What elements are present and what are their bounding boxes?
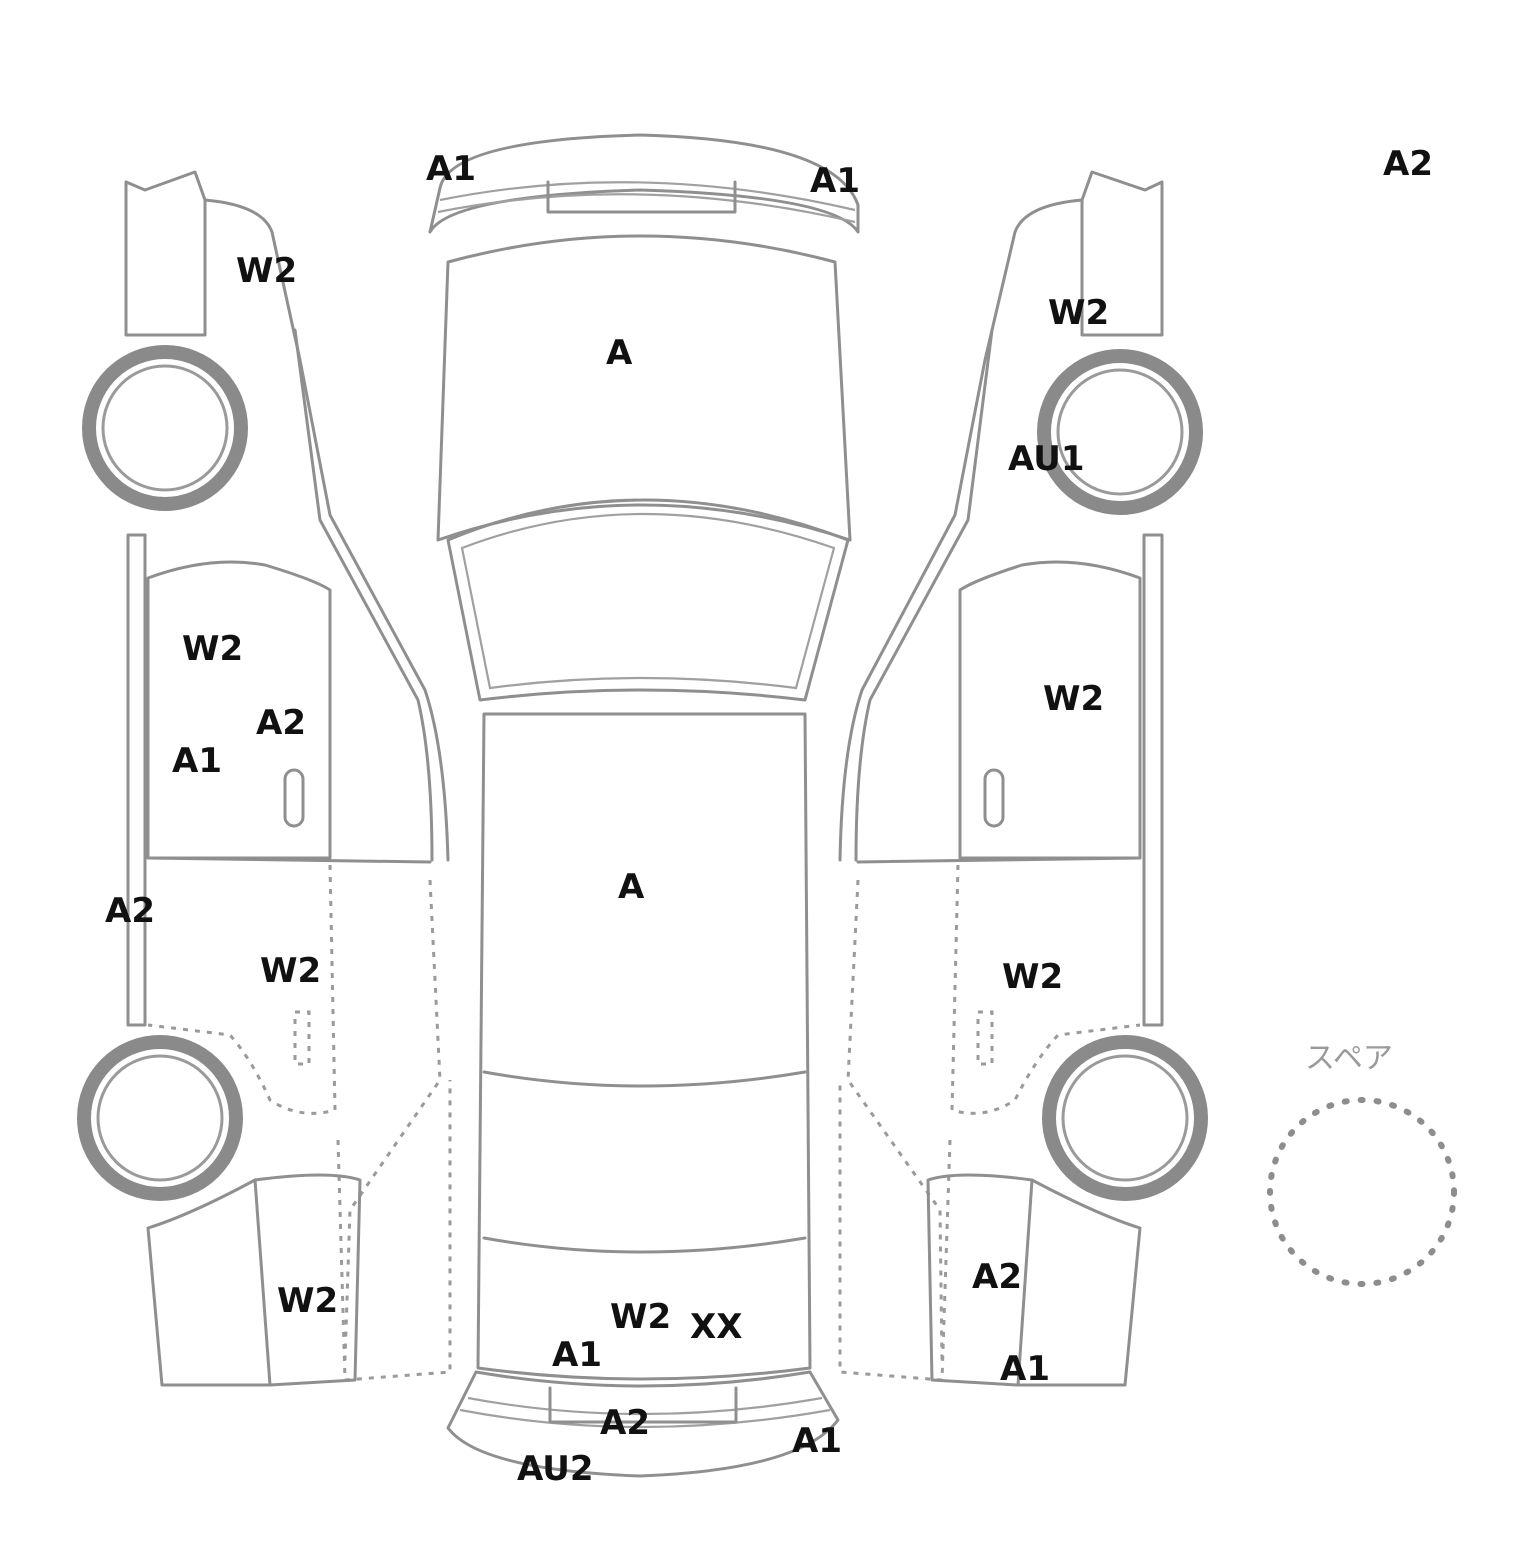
rear-bumper-outline xyxy=(446,1370,840,1478)
code-rear-bumper-au2: AU2 xyxy=(517,1449,594,1489)
code-rear-bumper-a1: A1 xyxy=(792,1421,842,1461)
spare-tire: スペア xyxy=(1267,1041,1457,1287)
left-side-view xyxy=(77,170,452,1387)
code-trunk-a1: A1 xyxy=(552,1335,602,1375)
right-side-view xyxy=(838,170,1208,1387)
right-front-fender-outline xyxy=(838,170,1164,862)
left-rear-wheel xyxy=(77,1035,243,1201)
code-left-rear-quarter: W2 xyxy=(277,1281,338,1321)
code-right-front-fender: W2 xyxy=(1048,293,1109,333)
right-front-wheel xyxy=(1037,349,1203,515)
damage-codes: A2 A1 A1 A A W2 XX A1 A2 AU2 A1 W2 W2 A2… xyxy=(105,144,1433,1489)
roof-outline xyxy=(476,712,812,1381)
hood-outline xyxy=(436,234,852,542)
left-front-wheel xyxy=(82,345,248,511)
left-rear-quarter-outline xyxy=(146,1178,272,1387)
right-sill-outline xyxy=(1142,533,1164,1027)
right-rear-wheel xyxy=(1042,1035,1208,1201)
left-door-handle xyxy=(283,768,305,828)
spare-label: スペア xyxy=(1305,1041,1393,1076)
code-trunk-w: W2 xyxy=(610,1297,671,1337)
code-roof: A xyxy=(618,867,645,907)
code-left-front-door-a1: A1 xyxy=(172,741,222,781)
code-left-sill: A2 xyxy=(105,891,155,931)
top-view xyxy=(428,133,860,1478)
windshield-outline xyxy=(446,498,850,702)
code-rear-bumper-a2: A2 xyxy=(600,1403,650,1443)
left-rear-door-outline xyxy=(147,864,337,1115)
code-trunk-x: XX xyxy=(690,1307,742,1347)
left-front-door-outline xyxy=(146,560,332,860)
right-front-door-outline xyxy=(958,560,1142,860)
code-right-front-door: W2 xyxy=(1043,679,1104,719)
code-right-front-wheel: AU1 xyxy=(1008,439,1085,479)
code-right-rear-quarter-a1: A1 xyxy=(1000,1349,1050,1389)
code-left-front-door-w: W2 xyxy=(182,629,243,669)
code-left-rear-door: W2 xyxy=(260,951,321,991)
left-front-fender-outline xyxy=(124,170,450,862)
right-door-handle xyxy=(983,768,1005,828)
code-top-right-corner: A2 xyxy=(1383,144,1433,184)
right-rear-door-outline xyxy=(950,864,1141,1115)
spare-tire-circle xyxy=(1267,1097,1457,1287)
code-front-bumper-left: A1 xyxy=(426,149,476,189)
code-left-front-fender: W2 xyxy=(236,251,297,291)
right-rear-quarter-outline xyxy=(1016,1178,1142,1387)
code-front-bumper-right: A1 xyxy=(810,161,860,201)
code-left-front-door-a2: A2 xyxy=(256,703,306,743)
left-sill-outline xyxy=(126,533,147,1027)
code-right-rear-door: W2 xyxy=(1002,957,1063,997)
code-hood: A xyxy=(606,333,633,373)
code-right-rear-quarter-a2: A2 xyxy=(972,1257,1022,1297)
